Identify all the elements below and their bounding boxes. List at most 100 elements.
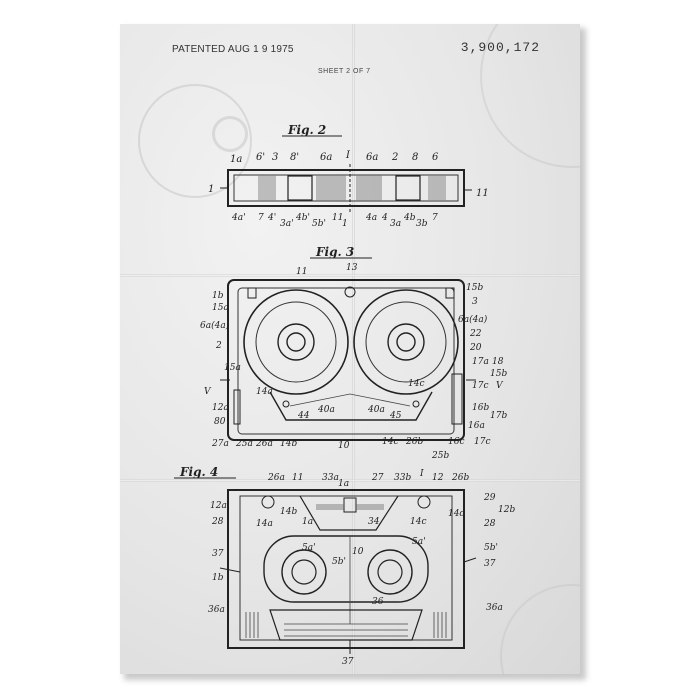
fig3-label: 17c bbox=[474, 437, 491, 447]
fig3-label: V bbox=[204, 387, 212, 397]
fig2-label: 7 bbox=[432, 213, 438, 223]
fig3-label: 17b bbox=[490, 411, 507, 421]
fig2-label: 3b bbox=[416, 219, 428, 229]
fig4-label: 14d bbox=[448, 509, 465, 519]
fig4-label: 26b bbox=[451, 473, 469, 483]
fig3-label: 10 bbox=[338, 441, 350, 451]
fig4-label: 12 bbox=[432, 473, 444, 483]
fig2-label: 8 bbox=[412, 152, 418, 163]
fig3-label: 15b bbox=[466, 283, 483, 293]
fig3-label: 2 bbox=[215, 341, 222, 351]
fig3-label: 11 bbox=[296, 267, 307, 277]
fig4-label: 11 bbox=[292, 473, 303, 483]
fig3-title: Fig. 3 bbox=[315, 245, 354, 259]
fig2-title: Fig. 2 bbox=[287, 123, 326, 137]
fig3-label: 6a(4a) bbox=[458, 314, 488, 325]
patent-number: 3,900,172 bbox=[460, 40, 540, 55]
fig2-label: 6' bbox=[256, 152, 265, 163]
fig2-label: 4b bbox=[403, 213, 416, 223]
vertical-fold bbox=[352, 24, 355, 674]
fig3-label: 20 bbox=[469, 343, 482, 353]
fig3-label: 26b bbox=[405, 437, 423, 447]
fig4-label: 5a' bbox=[302, 543, 316, 553]
fig4-title: Fig. 4 bbox=[179, 465, 218, 479]
fig2-label: I bbox=[345, 150, 351, 161]
fig3-label: 45 bbox=[389, 411, 402, 421]
fig3-label: 44 bbox=[297, 411, 310, 421]
fig2-label: 4b' bbox=[295, 213, 310, 223]
fig3-label: 15a bbox=[224, 363, 241, 373]
fig3-label: 12a bbox=[212, 403, 229, 413]
fig4-label: 34 bbox=[368, 517, 380, 527]
fig4-label: 36a bbox=[208, 605, 225, 615]
fig4-labels-top: 26a 11 33a 1a 27 33b I 12 26b bbox=[267, 469, 469, 489]
fig3-label: 14a bbox=[256, 387, 273, 397]
left-reel bbox=[243, 289, 349, 395]
fig3-label: 40a bbox=[367, 405, 385, 415]
tape-window bbox=[263, 535, 429, 603]
sheet-number: SHEET 2 OF 7 bbox=[318, 68, 371, 75]
fig4-label: 1a bbox=[338, 479, 349, 489]
fig4-label: 37 bbox=[342, 657, 354, 667]
fig4-label: 5b' bbox=[484, 543, 498, 553]
fig3-labels-right: 15b 3 6a(4a) 22 20 17a 18 15b 17c V 16b … bbox=[367, 283, 507, 461]
right-reel bbox=[353, 289, 459, 395]
left-hub bbox=[281, 549, 327, 595]
fig2-label: 1a bbox=[230, 154, 242, 165]
fig3-label: 40a bbox=[317, 405, 335, 415]
fig4-label: 14b bbox=[280, 507, 297, 517]
fig2-label: 6 bbox=[432, 152, 439, 163]
fig3-label: 6a(4a) bbox=[200, 320, 230, 331]
fig4-label: I bbox=[419, 469, 424, 479]
fig4-label: 27 bbox=[371, 473, 384, 483]
fig4-label: 10 bbox=[352, 547, 364, 557]
horizontal-fold-2 bbox=[120, 479, 580, 482]
fig3-label: 16c bbox=[448, 437, 465, 447]
fig4-label: 37 bbox=[212, 549, 224, 559]
fig3-label: V bbox=[496, 381, 504, 391]
fig3-label: 25a bbox=[235, 439, 253, 449]
fig4-label: 12a bbox=[210, 501, 227, 511]
fig3-label: 18 bbox=[492, 357, 504, 367]
fig2-label: 1 bbox=[208, 184, 214, 195]
fig2-label: 1 bbox=[342, 219, 348, 229]
fig3-label: 14c bbox=[408, 379, 425, 389]
fig4-label: 1a bbox=[302, 517, 313, 527]
fig4-label: 14c bbox=[410, 517, 427, 527]
figure-3: Fig. 3 bbox=[220, 245, 476, 441]
fig3-label: 80 bbox=[214, 417, 226, 427]
fig3-label: 13 bbox=[346, 263, 358, 273]
fig4-labels-body: 12a 28 14a 14b 1a 34 14c 14d 29 12b 28 3… bbox=[208, 493, 515, 667]
fig3-label: 14c bbox=[382, 437, 399, 447]
patent-drawings: Fig. 2 1a 6' 3 8' 6a I 6a 2 8 6 bbox=[174, 123, 515, 667]
fig2-label: 11 bbox=[332, 213, 343, 223]
fig2-label: 8' bbox=[290, 152, 299, 163]
patent-date: PATENTED AUG 1 9 1975 bbox=[172, 44, 294, 55]
fig2-label: 4' bbox=[267, 213, 276, 223]
horizontal-fold-1 bbox=[120, 274, 580, 277]
fig3-label: 14b bbox=[280, 439, 297, 449]
fig3-label: 15b bbox=[490, 369, 507, 379]
fig3-label: 17c bbox=[472, 381, 489, 391]
right-hub bbox=[367, 549, 413, 595]
fig3-label: 25b bbox=[431, 451, 449, 461]
fig3-labels-left: 11 13 1b 15a 6a(4a) 2 15a V 12a 80 27a 2… bbox=[200, 263, 358, 451]
fig2-label: 4 bbox=[381, 213, 388, 223]
fig3-label: 26a bbox=[255, 439, 273, 449]
fig2-label: 2 bbox=[391, 152, 398, 163]
fig3-label: 16b bbox=[472, 403, 489, 413]
fig2-labels-bottom: 4a' 7 4' 3a' 4b' 5b' 11 1 4a 4 3a 4b 3b … bbox=[231, 213, 438, 229]
fig2-label: 4a' bbox=[231, 213, 246, 223]
fig4-label: 37 bbox=[484, 559, 496, 569]
patent-sheet: PATENTED AUG 1 9 1975 3,900,172 SHEET 2 … bbox=[120, 24, 580, 674]
fig3-label: 27a bbox=[211, 439, 229, 449]
fig4-label: 36a bbox=[486, 603, 503, 613]
figure-2: Fig. 2 bbox=[220, 123, 472, 214]
fig4-label: 14a bbox=[256, 519, 273, 529]
fig2-label: 11 bbox=[476, 188, 489, 199]
coffee-stain-small bbox=[212, 116, 248, 152]
fig4-label: 29 bbox=[483, 493, 496, 503]
fig4-label: 5b' bbox=[332, 557, 346, 567]
fig3-label: 15a bbox=[212, 303, 229, 313]
fig2-labels-top: 1a 6' 3 8' 6a I 6a 2 8 6 1 11 bbox=[208, 150, 489, 199]
